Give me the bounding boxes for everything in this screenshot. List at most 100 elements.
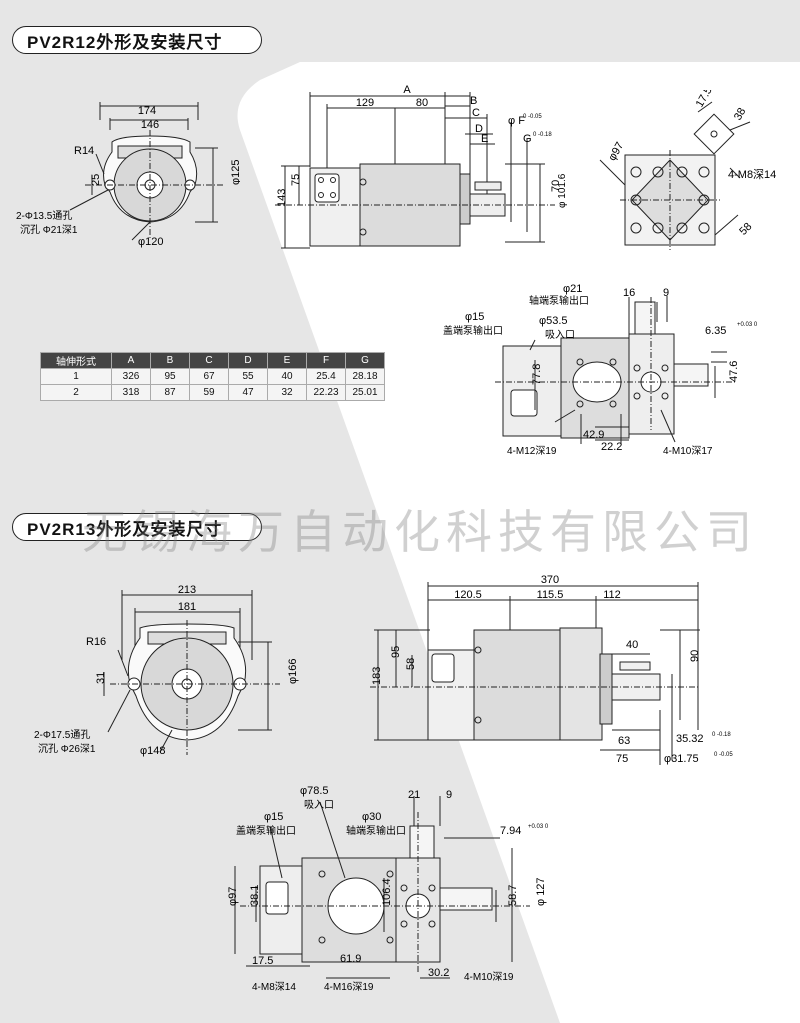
dim-146: 146 xyxy=(141,119,159,131)
pv2r13-top-view: φ78.5 吸入口 φ15 盖端泵输出口 φ30 轴端泵输出口 21 9 7.9… xyxy=(227,785,549,993)
thread-m16: 4-M16深19 xyxy=(324,981,374,993)
thread-m8-2: 4-M8深14 xyxy=(252,981,296,993)
table-cell: 55 xyxy=(228,368,268,385)
table-cell: 32 xyxy=(267,384,307,401)
dim-d166: φ166 xyxy=(287,659,299,685)
dim-d31-75: φ31.75 xyxy=(664,753,699,765)
dim-d120: φ120 xyxy=(138,236,164,248)
tol-35-32: 0 -0.18 xyxy=(712,732,731,738)
dim-E: E xyxy=(481,133,488,145)
thread-m10: 4-M10深17 xyxy=(663,445,713,457)
dim-31: 31 xyxy=(95,672,107,684)
section1-title: PV2R12外形及安装尺寸 xyxy=(12,26,262,54)
dim-d97-2: φ97 xyxy=(227,887,239,906)
dim-7-94: 7.94 xyxy=(500,825,521,837)
hole-spec: 2-Φ13.5通孔 xyxy=(16,210,72,222)
pv2r13-side-view: 370 120.5 115.5 112 183 95 58 40 90 63 7… xyxy=(370,574,733,765)
dim-77-8: 77.8 xyxy=(531,364,543,385)
dim-143: 143 xyxy=(276,189,288,207)
dim-D: D xyxy=(475,123,483,135)
label-shaft-outlet: 轴端泵输出口 xyxy=(529,294,589,307)
dim-370: 370 xyxy=(541,574,559,586)
table-cell: 95 xyxy=(150,368,190,385)
dim-40: 40 xyxy=(626,639,638,651)
hole-spec-2: 2-Φ17.5通孔 xyxy=(34,729,90,741)
table-cell: 40 xyxy=(267,368,307,385)
tol-G: 0 -0.18 xyxy=(533,132,552,138)
label-cover-outlet: 盖端泵输出口 xyxy=(443,324,503,337)
table-header: 轴伸形式 xyxy=(40,352,112,369)
pv2r12-side-view: A 129 80 B C D E φ F 0 -0.05 G 0 -0.18 1… xyxy=(275,84,568,249)
dim-d125: φ125 xyxy=(230,160,240,186)
dim-6-35: 6.35 xyxy=(705,325,726,337)
dim-d30: φ30 xyxy=(362,811,381,823)
dim-213: 213 xyxy=(178,584,196,596)
dim-d148: φ148 xyxy=(140,745,166,757)
dim-9: 9 xyxy=(663,287,669,299)
section1-title-text: PV2R12外形及安装尺寸 xyxy=(27,32,223,52)
dim-75: 75 xyxy=(616,753,628,765)
table-cell: 2 xyxy=(40,384,112,401)
tol-7-94: +0.03 0 xyxy=(528,824,549,830)
label-inlet-2: 吸入口 xyxy=(304,800,334,811)
dim-80: 80 xyxy=(416,97,428,109)
dim-90: 90 xyxy=(689,650,701,662)
table-cell: 318 xyxy=(111,384,151,401)
dim-16: 16 xyxy=(623,287,635,299)
pv2r12-end-view: φ97 17.5 38 4-M8深14 58 xyxy=(599,90,776,250)
counterbore-spec: 沉孔 Φ21深1 xyxy=(20,223,78,236)
table-header: B xyxy=(150,352,190,369)
dim-58: 58 xyxy=(405,658,417,670)
dim-47-6: 47.6 xyxy=(728,361,740,382)
dim-58: 58 xyxy=(737,221,754,238)
dim-174: 174 xyxy=(138,105,156,117)
dim-112: 112 xyxy=(603,589,621,601)
table-header: A xyxy=(111,352,151,369)
dim-d15-2: φ15 xyxy=(264,811,283,823)
table-cell: 25.01 xyxy=(345,384,385,401)
dim-38: 38 xyxy=(732,106,749,123)
pv2r12-front-view: 174 146 R14 25 φ125 φ120 2-Φ13.5通孔 沉孔 Φ2… xyxy=(16,102,240,248)
dim-129: 129 xyxy=(356,97,374,109)
dim-d15: φ15 xyxy=(465,311,484,323)
dim-70: 70 xyxy=(550,180,562,192)
dim-17-5: 17.5 xyxy=(694,90,715,110)
dim-25: 25 xyxy=(90,174,102,186)
table-header: D xyxy=(228,352,268,369)
section2-title: PV2R13外形及安装尺寸 xyxy=(12,513,262,541)
dim-d21: φ21 xyxy=(563,283,582,295)
table-cell: 28.18 xyxy=(345,368,385,385)
table-header: F xyxy=(306,352,346,369)
table-header: G xyxy=(345,352,385,369)
label-inlet: 吸入口 xyxy=(545,330,575,341)
dim-35-32: 35.32 xyxy=(676,733,704,745)
dim-61-9: 61.9 xyxy=(340,953,361,965)
dim-r16: R16 xyxy=(86,636,106,648)
label-cover-outlet-2: 盖端泵输出口 xyxy=(236,824,296,837)
counterbore-spec-2: 沉孔 Φ26深1 xyxy=(38,742,96,755)
table-cell: 87 xyxy=(150,384,190,401)
table-cell: 47 xyxy=(228,384,268,401)
dim-d78-5: φ78.5 xyxy=(300,785,329,797)
dim-42-9: 42.9 xyxy=(583,429,604,441)
table-cell: 22.23 xyxy=(306,384,346,401)
table-cell: 59 xyxy=(189,384,229,401)
label-shaft-outlet-2: 轴端泵输出口 xyxy=(346,824,406,837)
dim-181: 181 xyxy=(178,601,196,613)
thread-m8: 4-M8深14 xyxy=(728,168,776,181)
table-cell: 67 xyxy=(189,368,229,385)
tol-6-35: +0.03 0 xyxy=(737,322,758,328)
pv2r13-front-view: 213 181 R16 31 φ166 φ148 2-Φ17.5通孔 沉孔 Φ2… xyxy=(34,584,299,757)
table-cell: 25.4 xyxy=(306,368,346,385)
dim-58-7: 58.7 xyxy=(507,885,519,906)
dim-A: A xyxy=(403,84,411,96)
dim-d1016: φ 101.6 xyxy=(557,173,568,208)
dim-120-5: 120.5 xyxy=(454,589,482,601)
dim-75: 75 xyxy=(290,174,302,186)
tol-31-75: 0 -0.05 xyxy=(714,752,733,758)
thread-m10-2: 4-M10深19 xyxy=(464,971,514,983)
dim-115-5: 115.5 xyxy=(537,589,564,601)
dim-30-2: 30.2 xyxy=(428,967,449,979)
dim-r14: R14 xyxy=(74,145,94,157)
